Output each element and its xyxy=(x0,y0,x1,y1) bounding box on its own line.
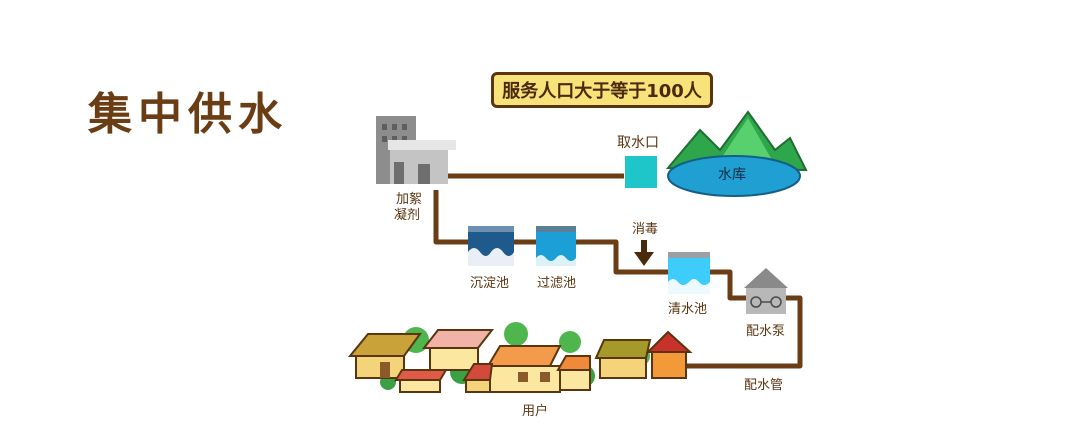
pump-house xyxy=(744,268,788,314)
reservoir-graphic xyxy=(665,110,808,197)
treatment-plant xyxy=(376,116,456,184)
village xyxy=(347,322,693,393)
pipe-network xyxy=(433,173,803,369)
treatment-pipe xyxy=(433,190,470,245)
pump-label: 配水泵 xyxy=(746,324,786,339)
intake-box xyxy=(625,156,657,188)
filter-clear-pipe xyxy=(576,239,670,275)
population-banner: 服务人口大于等于100人 xyxy=(491,72,713,108)
pipe-label: 配水管 xyxy=(744,378,784,393)
clear-water-tank xyxy=(668,252,710,294)
users-label: 用户 xyxy=(522,404,549,419)
coagulant-label-line1: 加絮 xyxy=(396,192,423,207)
intake-label: 取水口 xyxy=(617,135,659,151)
reservoir-label: 水库 xyxy=(718,167,746,183)
page-title: 集中供水 xyxy=(88,89,288,140)
clear-water-label: 清水池 xyxy=(668,302,708,317)
clear-pump-pipe xyxy=(710,269,746,301)
disinfection-label: 消毒 xyxy=(632,222,659,237)
filter-tank xyxy=(536,226,576,266)
sedimentation-label: 沉淀池 xyxy=(470,276,510,291)
coagulant-label-line2: 凝剂 xyxy=(394,208,421,223)
disinfection-arrow xyxy=(634,240,654,266)
distribution-pipe xyxy=(680,295,803,369)
filter-label: 过滤池 xyxy=(537,276,577,291)
sedimentation-tank xyxy=(468,226,514,266)
